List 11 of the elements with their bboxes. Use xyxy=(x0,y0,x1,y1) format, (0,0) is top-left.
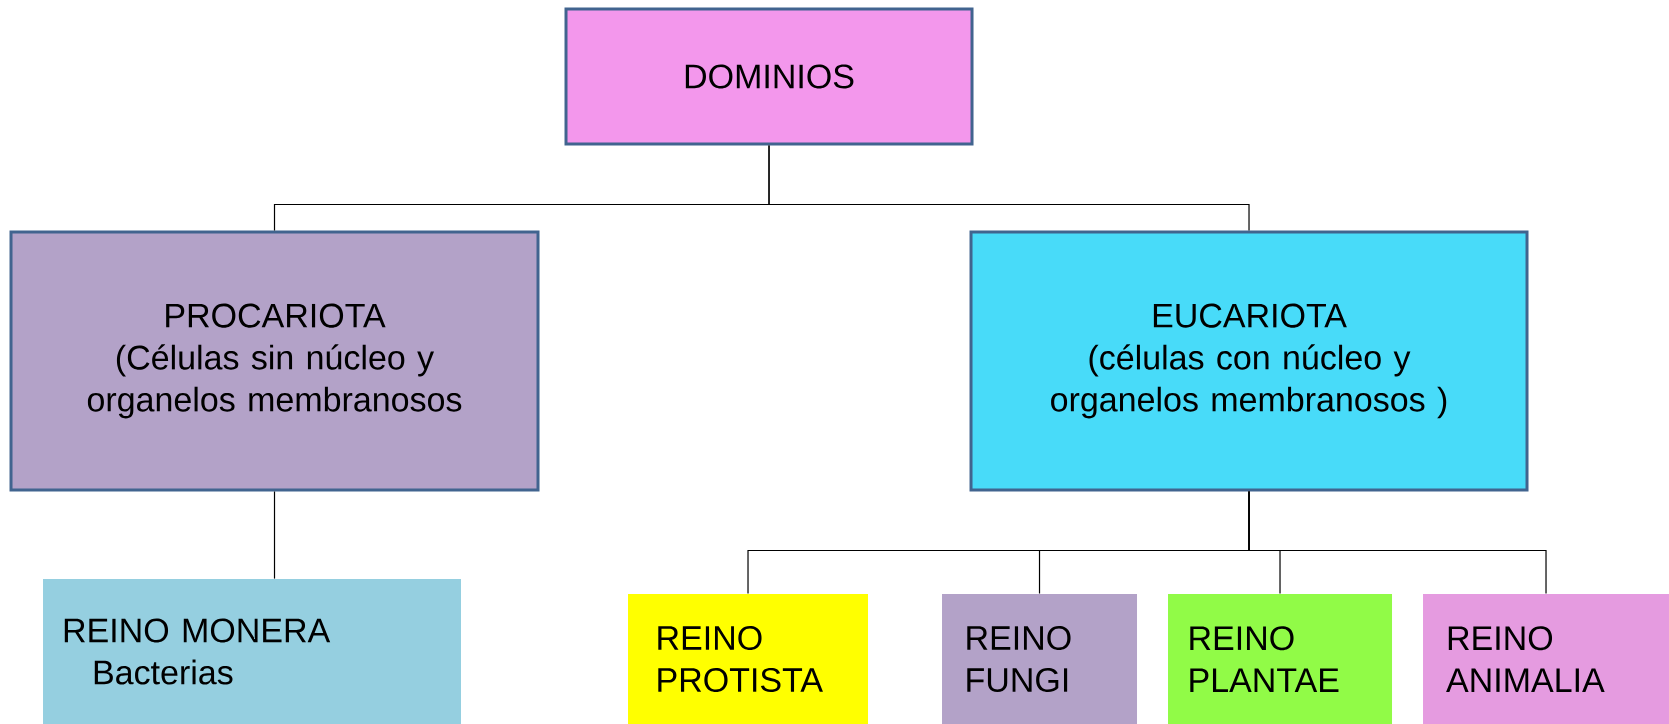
connector-line xyxy=(768,144,1250,232)
kingdom-box: REINO MONERA Bacterias xyxy=(43,579,461,724)
domain-box: PROCARIOTA (Células sin núcleo y organelos membranosos xyxy=(9,230,540,492)
domain-box: EUCARIOTA (células con núcleo y organelos membranosos ) xyxy=(969,230,1529,492)
kingdom-box: REINO FUNGI xyxy=(942,594,1137,724)
domain-box: DOMINIOS xyxy=(564,7,974,146)
connector-line xyxy=(1248,490,1547,595)
kingdom-box: REINO PLANTAE xyxy=(1168,594,1392,724)
kingdom-box: REINO PROTISTA xyxy=(628,594,868,724)
kingdom-box: REINO ANIMALIA xyxy=(1423,594,1669,724)
connector-line xyxy=(273,490,276,580)
